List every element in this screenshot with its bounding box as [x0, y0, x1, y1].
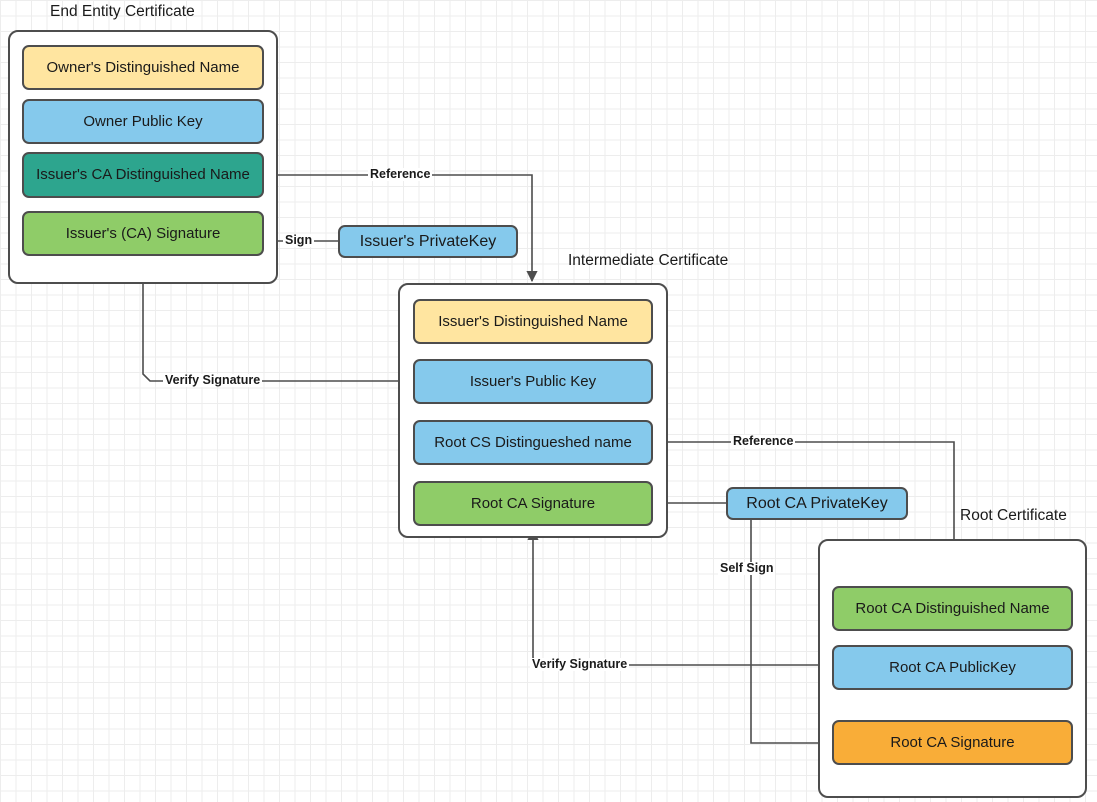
- field-issuers-public-key[interactable]: Issuer's Public Key: [413, 359, 653, 404]
- edge-label-verify-signature-upper: Verify Signature: [163, 373, 263, 387]
- edge-label-verify-signature-lower: Verify Signature: [530, 657, 630, 671]
- group-title-intermediate-certificate: Intermediate Certificate: [568, 252, 729, 269]
- field-root-ca-publickey[interactable]: Root CA PublicKey: [832, 645, 1073, 690]
- field-owners-distinguished-name[interactable]: Owner's Distinguished Name: [22, 45, 264, 90]
- field-issuers-distinguished-name[interactable]: Issuer's Distinguished Name: [413, 299, 653, 344]
- group-title-root-certificate: Root Certificate: [960, 507, 1067, 524]
- edge-label-sign: Sign: [283, 233, 315, 247]
- field-root-cs-distingueshed-name[interactable]: Root CS Distingueshed name: [413, 420, 653, 465]
- edge-label-reference-top: Reference: [368, 167, 433, 181]
- group-title-end-entity-certificate: End Entity Certificate: [50, 3, 195, 20]
- edge-label-self-sign: Self Sign: [718, 561, 776, 575]
- field-issuers-ca-signature[interactable]: Issuer's (CA) Signature: [22, 211, 264, 256]
- field-root-ca-distinguished-name[interactable]: Root CA Distinguished Name: [832, 586, 1073, 631]
- edge-verify-signature-root-to-intermediate: [527, 528, 831, 666]
- field-owner-public-key[interactable]: Owner Public Key: [22, 99, 264, 144]
- field-issuers-ca-distinguished-name[interactable]: Issuer's CA Distinguished Name: [22, 152, 264, 198]
- field-root-ca-signature[interactable]: Root CA Signature: [832, 720, 1073, 765]
- root-ca-privatekey-box[interactable]: Root CA PrivateKey: [726, 487, 908, 520]
- field-intermediate-root-ca-signature[interactable]: Root CA Signature: [413, 481, 653, 526]
- issuers-privatekey-box[interactable]: Issuer's PrivateKey: [338, 225, 518, 258]
- edge-label-reference-mid: Reference: [731, 434, 796, 448]
- edge-self-sign-root-privatekey-to-root-signature: [750, 519, 830, 749]
